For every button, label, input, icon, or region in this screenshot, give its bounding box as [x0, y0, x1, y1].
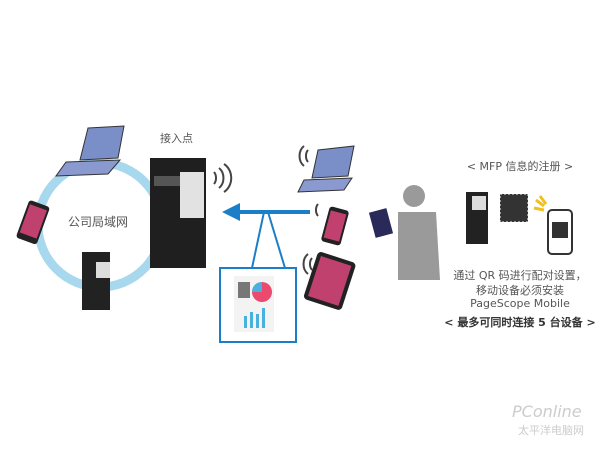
panel-line-2: 移动设备必须安装 [476, 284, 564, 297]
mobile-devices [297, 145, 356, 310]
person-with-tablet-icon [368, 185, 440, 280]
panel-footer: < 最多可同时连接 5 台设备 > [444, 316, 596, 329]
lan-label: 公司局域网 [68, 215, 129, 229]
qr-registration-illustration [466, 192, 573, 255]
mfp-printer-icon [150, 158, 206, 268]
connection-arrow [222, 203, 310, 269]
smartphone-icon [16, 200, 50, 245]
document-callout [219, 267, 297, 343]
panel-line-1: 通过 QR 码进行配对设置， [453, 269, 587, 282]
small-printer-icon [82, 252, 110, 310]
watermark-sub: 太平洋电脑网 [518, 424, 584, 437]
laptop-icon [55, 125, 125, 177]
watermark-brand: PConline [512, 402, 582, 421]
access-point-label: 接入点 [160, 132, 193, 145]
wifi-icon [213, 163, 233, 193]
panel-title: < MFP 信息的注册 > [466, 160, 574, 173]
panel-line-3: PageScope Mobile [470, 297, 570, 310]
